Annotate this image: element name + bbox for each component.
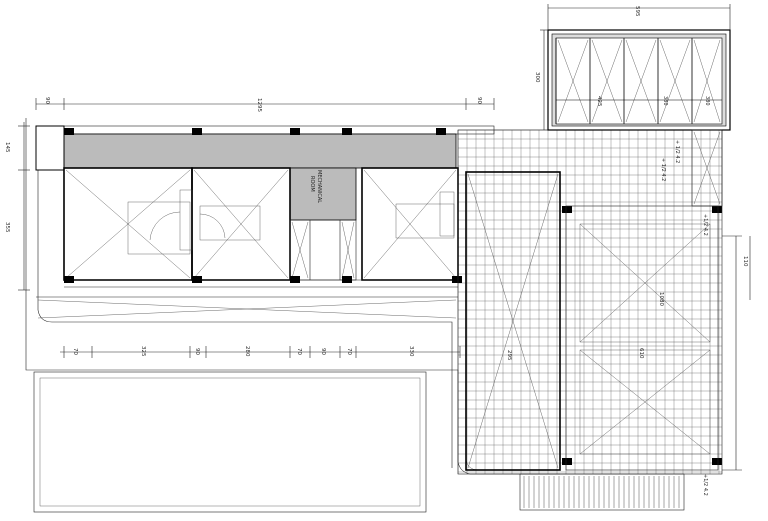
dim-bottom-3: 90 (194, 348, 200, 355)
small-tag-1: 380 (704, 96, 710, 106)
column (290, 128, 300, 135)
column (562, 458, 572, 465)
column (342, 128, 352, 135)
terrace-tile-grid (457, 129, 722, 474)
annex-bay-cross (625, 39, 657, 123)
bottom-stair (519, 473, 685, 511)
structural-columns (64, 128, 722, 465)
dim-bottom-4: 280 (244, 346, 250, 357)
dim-bottom-7: 70 (346, 348, 352, 355)
dim-bottom-6: 90 (320, 348, 326, 355)
annex-bay-cross (557, 39, 589, 123)
dim-bottom-2: 325 (140, 346, 146, 357)
annex-room (547, 29, 731, 207)
level-tag-4: +1/2 4.2 (702, 474, 708, 496)
dim-left-upper: 145 (4, 142, 10, 153)
pool (33, 371, 427, 513)
dim-annex-width: 595 (634, 6, 640, 17)
dim-right-deck: 1080 (658, 292, 664, 306)
dim-bottom-5: 70 (296, 348, 302, 355)
dim-annex-inner: 425 (596, 96, 602, 107)
level-tag-2: + 1/2 4.2 (660, 158, 666, 181)
dim-right-deck-width: 610 (638, 348, 644, 359)
column (192, 276, 202, 283)
room-label-mechanical: MECHANICAL (316, 170, 322, 203)
dim-top-left: 90 (44, 97, 50, 104)
dim-top-right: 90 (476, 97, 482, 104)
column (192, 128, 202, 135)
dim-overall: 1295 (256, 98, 262, 112)
dim-right-stair: 295 (506, 350, 512, 361)
annex-bay-cross (693, 39, 721, 123)
labels: MECHANICAL ROOM 1295 90 90 595 300 425 1… (4, 6, 748, 496)
column (712, 206, 722, 213)
column (436, 128, 446, 135)
annex-bay-cross (659, 39, 691, 123)
main-building (35, 125, 495, 319)
dimension-lines (18, 4, 751, 471)
dim-right-step: 110 (742, 256, 748, 267)
dim-bottom-8: 330 (408, 346, 414, 357)
column (712, 458, 722, 465)
mechanical-room-hatch (63, 133, 457, 169)
annex-bay-cross (591, 39, 623, 123)
column (290, 276, 300, 283)
dim-annex-height: 300 (534, 72, 540, 83)
right-terrace (457, 129, 723, 475)
dim-left-lower: 355 (4, 222, 10, 233)
column (64, 276, 74, 283)
column (562, 206, 572, 213)
level-tag-3: +1/2 4.2 (702, 214, 708, 236)
column (342, 276, 352, 283)
room-label-room: ROOM (309, 176, 315, 192)
dim-bottom-1: 70 (72, 348, 78, 355)
column (64, 128, 74, 135)
level-tag-1: + 1/2 4.2 (674, 140, 680, 163)
small-tag-2: 380 (662, 96, 668, 106)
column (452, 276, 462, 283)
